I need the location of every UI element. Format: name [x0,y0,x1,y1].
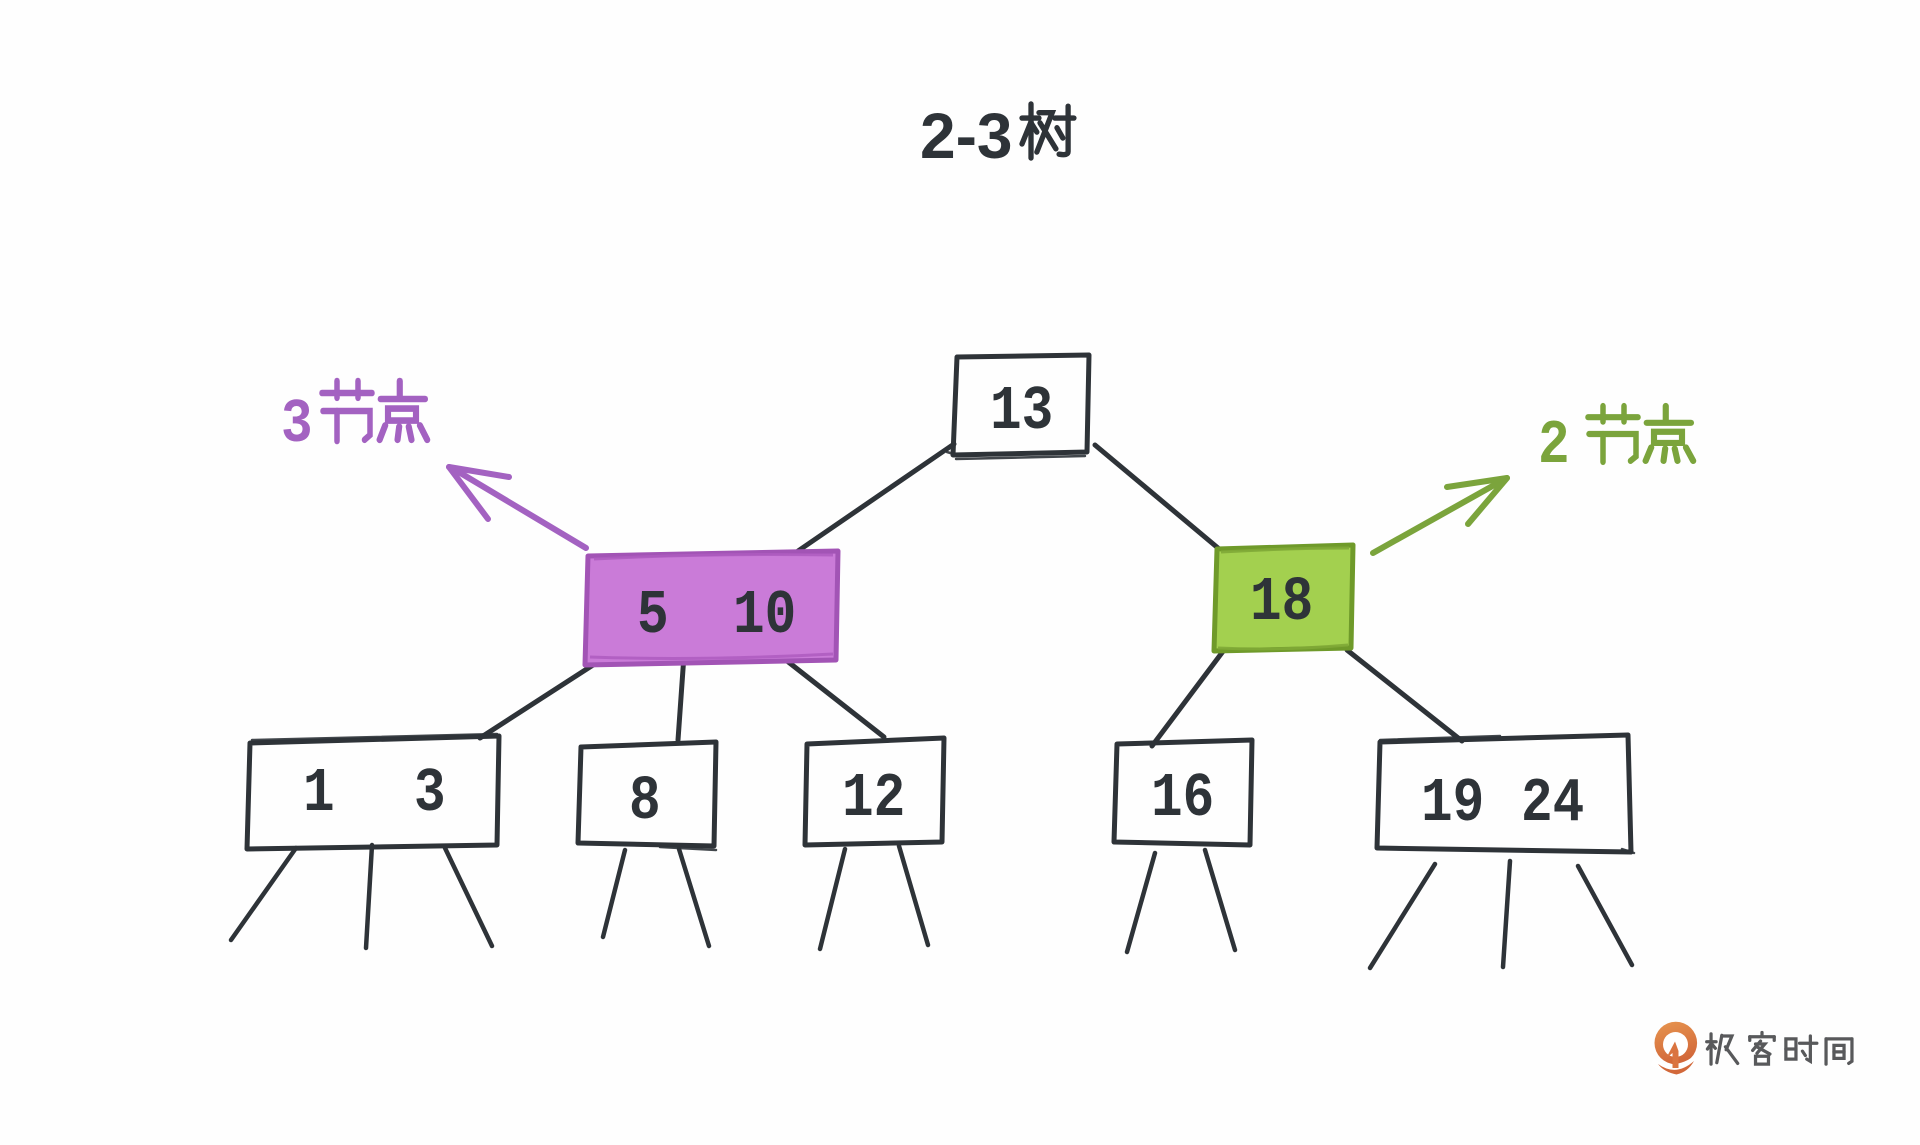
svg-text:1: 1 [303,759,335,829]
svg-text:16: 16 [1151,764,1214,834]
svg-text:13: 13 [990,377,1053,447]
svg-text:3: 3 [281,390,313,460]
svg-text:8: 8 [629,767,661,837]
svg-text:3: 3 [414,759,446,829]
svg-text:2: 2 [1538,411,1570,481]
svg-text:18: 18 [1250,568,1313,638]
svg-text:10: 10 [733,581,796,651]
svg-text:24: 24 [1521,769,1584,839]
svg-text:12: 12 [842,764,905,834]
svg-text:2-3: 2-3 [920,100,1013,172]
svg-text:19: 19 [1421,769,1484,839]
svg-text:5: 5 [637,581,669,651]
